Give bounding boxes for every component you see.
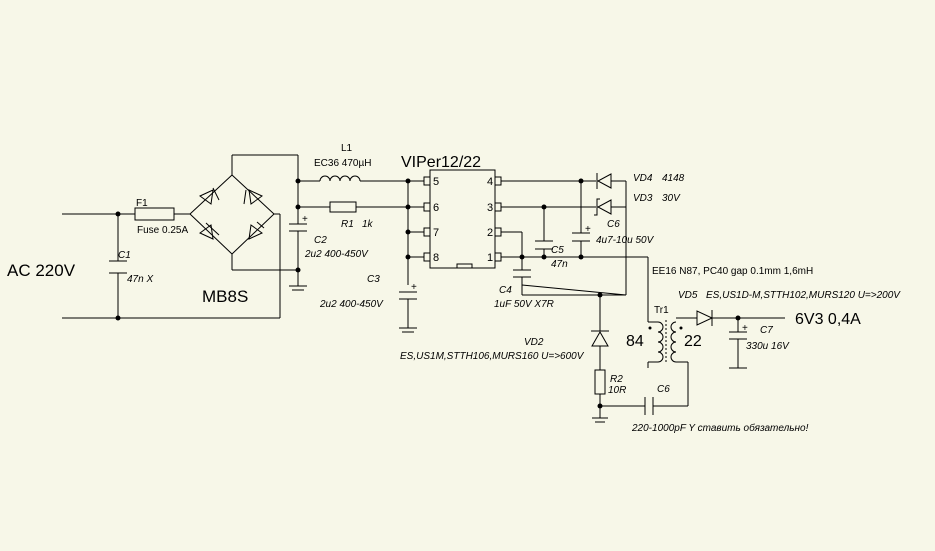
vd5-diode-symbol [696,310,714,326]
c3-ref: C3 [367,274,380,285]
ic-pin-label-1: 1 [487,252,493,264]
ic-pin-3 [494,202,502,212]
r1-value: 1k [362,219,374,230]
c6a-capacitor-symbol [572,232,590,242]
c6a-ref: C6 [607,219,620,230]
vd2-value: ES,US1M,STTH106,MURS160 U=>600V [400,351,585,362]
dc-bus-wiring [295,178,424,328]
bridge-rectifier [189,154,299,318]
c2-ground-icon [289,285,307,291]
c1-ref: C1 [118,250,131,261]
r2-ground-icon [592,417,608,423]
c6a-value: 4u7-10u 50V [596,235,655,246]
r1-resistor-symbol [329,201,357,213]
ic-pin-label-4: 4 [487,176,493,188]
c4-ref: C4 [499,285,512,296]
vd2-ref: VD2 [524,337,544,348]
vd2-diode-symbol [591,325,609,348]
c5-value: 47n [551,259,568,270]
fuse-symbol [134,207,175,221]
vd4-diode-symbol [596,173,612,189]
vd3-zener-symbol [594,198,612,216]
c3-plus: + [411,282,417,293]
c6b-value: 220-1000pF Y ставить обязательно! [631,422,809,434]
bridge-ref: MB8S [202,287,248,306]
ic-pin-7 [423,227,431,237]
output-wiring [712,315,785,368]
ic-pin-2 [494,227,502,237]
transformer-spec: EE16 N87, PC40 gap 0.1mm 1,6mH [652,266,813,277]
c7-plus: + [742,323,748,334]
r2-value: 10R [608,385,626,396]
vd3-value: 30V [662,193,681,204]
ic-pin-label-6: 6 [433,202,439,214]
c2-plus: + [302,214,308,225]
c2-ref: C2 [314,235,327,246]
fuse-value: Fuse 0.25A [137,225,188,236]
ic-pin-4 [494,176,502,186]
c2-capacitor-symbol [289,223,307,232]
ic-ref: VIPer12/22 [401,154,481,171]
r2-resistor-symbol [594,369,606,395]
c4-capacitor-symbol [513,269,531,278]
ic-pin-6 [423,202,431,212]
ic-pin-label-5: 5 [433,176,439,188]
r1-ref: R1 [341,219,354,230]
input-wiring [62,211,280,321]
r2-ref: R2 [610,374,623,385]
transformer-secondary: 22 [684,333,702,350]
c2-value: 2u2 400-450V [304,249,369,260]
c4-value: 1uF 50V X7R [494,299,554,310]
ic-pin-label-8: 8 [433,252,439,264]
ic-pin-label-3: 3 [487,202,493,214]
ic-pin-label-2: 2 [487,227,493,239]
c7-capacitor-symbol [729,331,747,340]
ic-notch [456,263,473,269]
c3-value: 2u2 400-450V [319,299,384,310]
vd5-value: ES,US1D-M,STTH102,MURS120 U=>200V [706,290,901,301]
ic-pin-8 [423,252,431,262]
vd4-ref: VD4 [633,173,653,184]
transformer-symbol [647,317,697,368]
output-label: 6V3 0,4A [795,311,861,328]
ic-pin-5 [423,176,431,186]
vd5-ref: VD5 [678,290,698,301]
c6b-capacitor-symbol [644,397,654,415]
c3-capacitor-symbol [399,291,417,300]
ic-body [429,169,496,269]
drain-wiring [597,295,689,418]
input-label: AC 220V [7,261,76,280]
c7-value: 330u 16V [746,341,790,352]
c1-capacitor-symbol [109,260,127,274]
c7-ref: C7 [760,325,773,336]
c3-ground-icon [399,327,417,333]
vd4-value: 4148 [662,173,685,184]
c5-ref: C5 [551,245,564,256]
ic-pin-label-7: 7 [433,227,439,239]
c6a-plus: + [585,224,591,235]
l1-ref: L1 [341,143,353,154]
transformer-primary: 84 [626,333,644,350]
ic-pin-1 [494,252,502,262]
vd3-ref: VD3 [633,193,653,204]
c6b-ref: C6 [657,384,670,395]
aux-wiring [501,178,649,322]
c5-capacitor-symbol [535,240,553,250]
fuse-ref: F1 [136,198,148,209]
transformer-ref: Tr1 [654,305,669,316]
l1-value: EC36 470µH [314,158,371,169]
l1-inductor-symbol [319,175,361,182]
c1-value: 47n X [127,274,153,285]
